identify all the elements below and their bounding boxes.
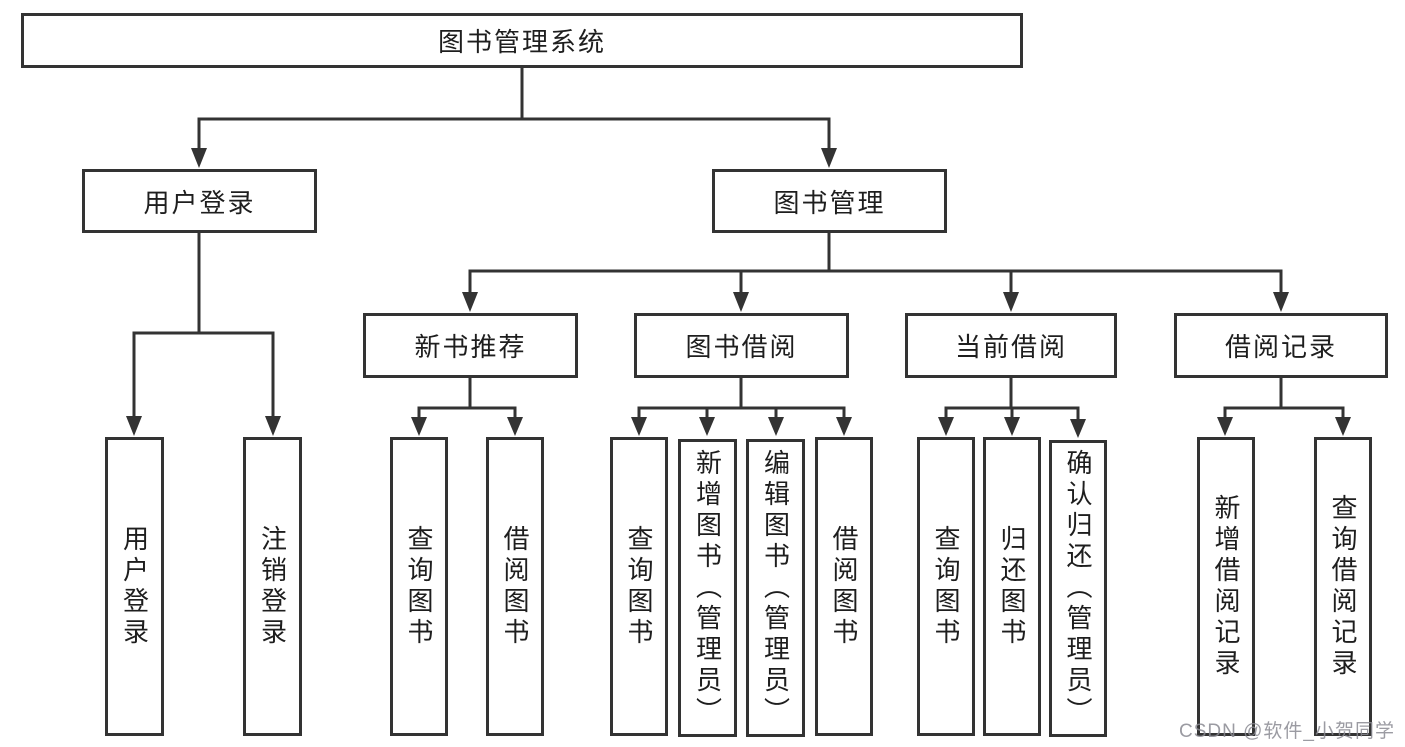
leaf-query-books-current: 查询图书 (917, 437, 975, 736)
arrow-down-icon (1273, 292, 1289, 312)
connectors-book-borrow-to-leaves (631, 376, 852, 436)
node-current-borrow: 当前借阅 (905, 313, 1117, 378)
connectors-new-book-to-leaves (411, 376, 523, 436)
arrow-down-icon (1070, 419, 1086, 438)
arrow-down-icon (462, 292, 478, 312)
arrow-down-icon (1003, 292, 1019, 312)
arrow-down-icon (821, 148, 837, 168)
arrow-down-icon (1335, 417, 1351, 436)
arrow-down-icon (836, 417, 852, 436)
arrow-down-icon (1217, 417, 1233, 436)
connectors-user-login-to-leaves (126, 231, 281, 436)
csdn-watermark: CSDN @软件_小贺同学 (1179, 721, 1395, 742)
node-book-borrow: 图书借阅 (634, 313, 849, 378)
leaf-return-books: 归还图书 (983, 437, 1041, 736)
leaf-add-books-admin: 新增图书（管理员） (678, 439, 737, 737)
leaf-borrow-books-recommend: 借阅图书 (486, 437, 544, 736)
leaf-query-books-recommend: 查询图书 (390, 437, 448, 736)
node-new-book-recommend: 新书推荐 (363, 313, 578, 378)
node-user-login: 用户登录 (82, 169, 317, 233)
arrow-down-icon (191, 148, 207, 168)
connectors-book-mgmt-to-level3 (462, 231, 1289, 312)
arrow-down-icon (507, 417, 523, 436)
arrow-down-icon (126, 416, 142, 436)
leaf-query-books-borrow: 查询图书 (610, 437, 668, 736)
connectors-borrow-record-to-leaves (1217, 376, 1351, 436)
arrow-down-icon (768, 417, 784, 436)
arrow-down-icon (733, 292, 749, 312)
arrow-down-icon (265, 416, 281, 436)
node-library-system: 图书管理系统 (21, 13, 1023, 68)
connectors-root-to-level2 (191, 66, 837, 168)
arrow-down-icon (631, 417, 647, 436)
leaf-edit-books-admin: 编辑图书（管理员） (746, 439, 805, 737)
connectors-current-borrow-to-leaves (938, 376, 1086, 438)
leaf-user-login: 用户登录 (105, 437, 164, 736)
leaf-logout: 注销登录 (243, 437, 302, 736)
leaf-borrow-books: 借阅图书 (815, 437, 873, 736)
leaf-query-borrow-record: 查询借阅记录 (1314, 437, 1372, 736)
arrow-down-icon (938, 417, 954, 436)
arrow-down-icon (1004, 417, 1020, 436)
leaf-confirm-return-admin: 确认归还（管理员） (1049, 440, 1107, 737)
leaf-add-borrow-record: 新增借阅记录 (1197, 437, 1255, 736)
arrow-down-icon (699, 417, 715, 436)
node-borrow-record: 借阅记录 (1174, 313, 1388, 378)
node-book-management: 图书管理 (712, 169, 947, 233)
arrow-down-icon (411, 417, 427, 436)
